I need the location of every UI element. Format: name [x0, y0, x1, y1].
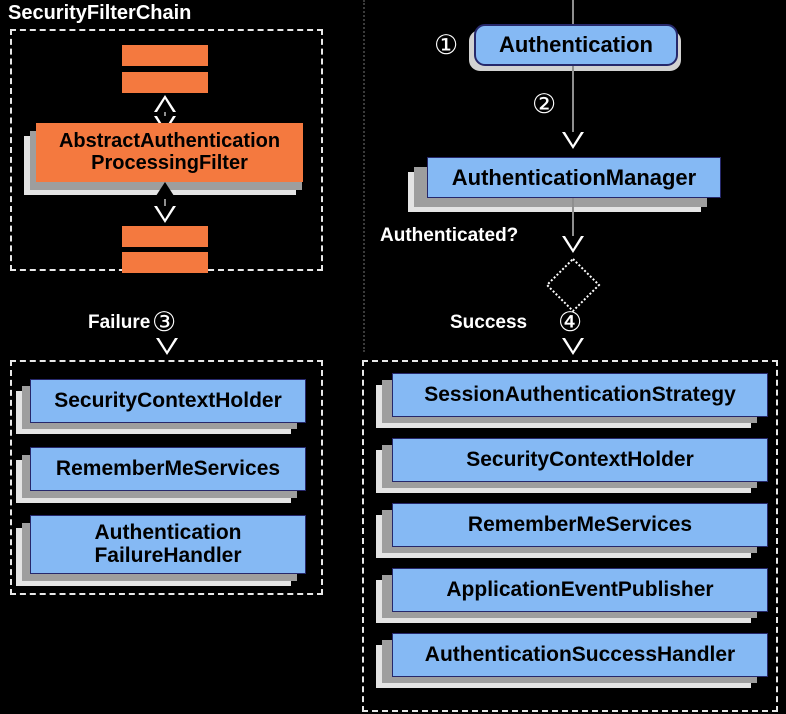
filter-bar-bottom-2 — [122, 252, 208, 273]
node-failure-remember-me-services[interactable]: RememberMeServices — [30, 447, 306, 491]
node-failure-security-context-holder[interactable]: SecurityContextHolder — [30, 379, 306, 423]
node-failure-authentication-failure-handler[interactable]: Authentication FailureHandler — [30, 515, 306, 574]
node-authentication-manager[interactable]: AuthenticationManager — [427, 157, 721, 198]
group-authentication-flow — [363, 0, 365, 352]
node-success-application-event-publisher[interactable]: ApplicationEventPublisher — [392, 568, 768, 612]
filter-bar-top-2 — [122, 72, 208, 93]
group-failure-handlers — [10, 360, 323, 595]
arrow-down-to-manager-icon — [562, 132, 584, 149]
node-success-session-authentication-strategy[interactable]: SessionAuthenticationStrategy — [392, 373, 768, 417]
connector-authentication-to-manager — [572, 66, 574, 138]
arrow-up-to-topbars-icon — [154, 95, 176, 112]
node-label-line2: FailureHandler — [94, 543, 242, 567]
arrow-down-to-decision-icon — [562, 236, 584, 253]
group-success-handlers — [362, 360, 778, 712]
group-title-security-filter-chain: SecurityFilterChain — [8, 2, 192, 24]
node-success-security-context-holder[interactable]: SecurityContextHolder — [392, 438, 768, 482]
arrow-solid-up-icon — [154, 182, 176, 199]
node-success-remember-me-services[interactable]: RememberMeServices — [392, 503, 768, 547]
node-success-authentication-success-handler[interactable]: AuthenticationSuccessHandler — [392, 633, 768, 677]
arrow-down-success-icon — [562, 338, 584, 355]
node-label-line1: Authentication — [94, 520, 242, 544]
decision-diamond-icon — [545, 257, 601, 313]
node-authentication[interactable]: Authentication — [474, 24, 678, 66]
step-number-3: ③ — [152, 307, 177, 337]
step-number-4: ④ — [558, 307, 583, 337]
step-number-2: ② — [532, 89, 557, 119]
node-label-line1: AbstractAuthentication — [58, 129, 281, 152]
arrow-down-failure-icon — [156, 338, 178, 355]
arrow-down-to-bottombars-icon — [154, 206, 176, 223]
connector-in-to-authentication — [572, 0, 574, 24]
node-label-line2: ProcessingFilter — [91, 151, 248, 174]
node-abstract-authentication-processing-filter[interactable]: AbstractAuthentication ProcessingFilter — [36, 123, 303, 182]
connector-manager-to-decision — [572, 198, 574, 242]
label-success: Success — [450, 312, 528, 333]
label-authenticated-question: Authenticated? — [380, 225, 519, 246]
filter-bar-top-1 — [122, 45, 208, 66]
step-number-1: ① — [434, 30, 459, 60]
label-failure: Failure — [88, 312, 151, 333]
connector-filter-to-bottombars — [164, 188, 166, 220]
filter-bar-bottom-1 — [122, 226, 208, 247]
